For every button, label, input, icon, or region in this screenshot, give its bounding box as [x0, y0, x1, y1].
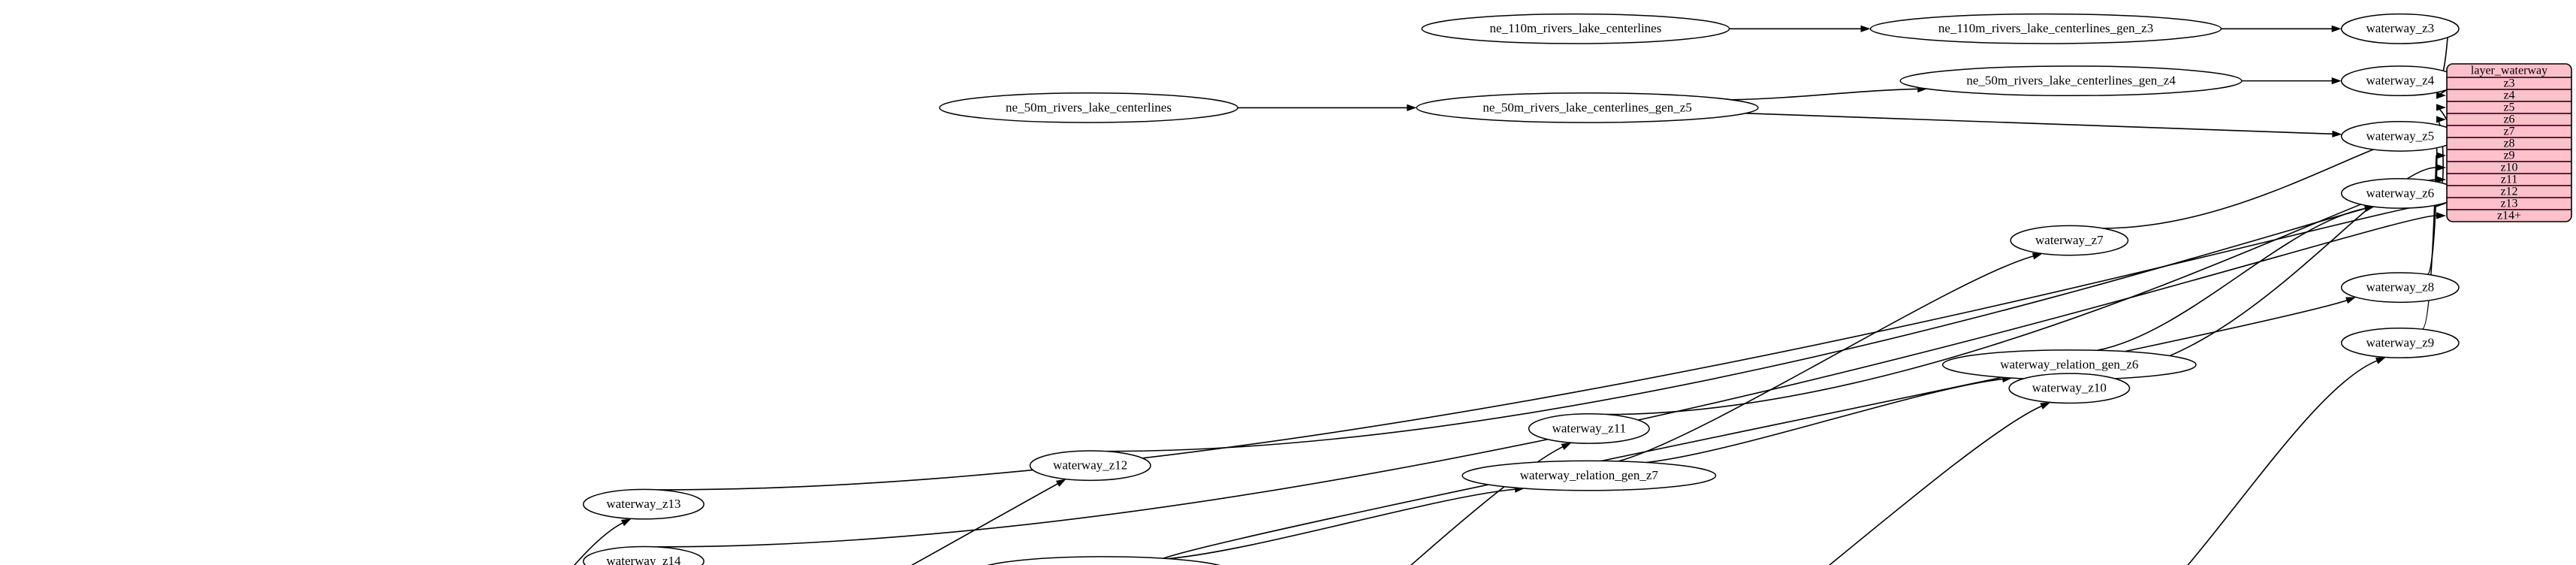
- node-waterway_z5[interactable]: waterway_z5: [2340, 120, 2460, 152]
- node-label-waterway_relation_gen_z7: waterway_relation_gen_z7: [1520, 468, 1659, 482]
- node-label-ne_110m_rivers_lake_centerlines: ne_110m_rivers_lake_centerlines: [1490, 21, 1662, 35]
- node-ellipse-waterway_z14: [583, 545, 704, 565]
- record-row-z14+[interactable]: z14+: [2497, 210, 2521, 222]
- edge-waterway_relation_gen_z8-to-waterway_relation_gen_z7: [1168, 488, 1516, 560]
- node-ellipse-ne_50m_rivers_lake_centerlines: [939, 92, 1238, 123]
- node-label-waterway_z10: waterway_z10: [2032, 381, 2107, 395]
- edge-ne_50m_rivers_lake_centerlines_gen_z5-to-ne_50m_rivers_lake_centerlines_gen_z4: [1730, 88, 1919, 101]
- node-waterway_relation_gen_z6[interactable]: waterway_relation_gen_z6: [1941, 349, 2197, 380]
- node-label-waterway_relation_gen_z8: waterway_relation_gen_z8: [1035, 563, 1173, 565]
- record-row-z3[interactable]: z3: [2503, 77, 2514, 90]
- node-ellipse-waterway_z13: [582, 488, 704, 520]
- edge-waterway_z13-to-layer_waterway.z13: [658, 203, 2437, 491]
- node-waterway_z14[interactable]: waterway_z14: [583, 545, 704, 565]
- edge-waterway_z14-to-layer_waterway.z14+: [656, 215, 2437, 548]
- node-label-waterway_z5: waterway_z5: [2366, 128, 2435, 143]
- record-row-z4[interactable]: z4: [2503, 89, 2514, 102]
- node-ellipse-waterway_z11: [1528, 413, 1650, 444]
- record-title: layer_waterway: [2471, 65, 2547, 77]
- node-ne_50m_rivers_lake_centerlines_gen_z5[interactable]: ne_50m_rivers_lake_centerlines_gen_z5: [1416, 92, 1759, 123]
- edges-layer: [573, 25, 2458, 565]
- record-node-layer: layer_waterwayz3z4z5z6z7z8z9z10z11z12z13…: [2446, 63, 2572, 222]
- node-ne_110m_rivers_lake_centerlines[interactable]: ne_110m_rivers_lake_centerlines: [1421, 13, 1730, 44]
- node-waterway_z13[interactable]: waterway_z13: [582, 488, 704, 520]
- node-waterway_z8[interactable]: waterway_z8: [2340, 272, 2460, 304]
- record-node-layer-waterway[interactable]: layer_waterwayz3z4z5z6z7z8z9z10z11z12z13…: [2446, 63, 2572, 222]
- edge-waterway_z12-to-layer_waterway.z12: [1106, 191, 2437, 452]
- node-label-waterway_z6: waterway_z6: [2366, 186, 2435, 200]
- node-waterway_z12[interactable]: waterway_z12: [1029, 450, 1151, 482]
- node-waterway_z3[interactable]: waterway_z3: [2340, 13, 2460, 44]
- record-row-z8[interactable]: z8: [2503, 137, 2514, 150]
- edge-osm_waterway_linestring-to-waterway_z12: [910, 482, 1059, 565]
- record-row-z10[interactable]: z10: [2500, 162, 2517, 174]
- node-waterway_z11[interactable]: waterway_z11: [1528, 413, 1650, 444]
- node-label-ne_50m_rivers_lake_centerlines_gen_z4: ne_50m_rivers_lake_centerlines_gen_z4: [1966, 74, 2176, 88]
- node-ellipse-waterway_z9: [2340, 328, 2460, 358]
- node-ellipse-waterway_z8: [2340, 272, 2460, 304]
- node-ne_50m_rivers_lake_centerlines_gen_z4[interactable]: ne_50m_rivers_lake_centerlines_gen_z4: [1899, 65, 2243, 97]
- record-box: [2446, 63, 2572, 222]
- node-ellipse-waterway_z10: [2008, 373, 2131, 404]
- node-ellipse-waterway_z12: [1029, 450, 1151, 482]
- node-waterway_z4[interactable]: waterway_z4: [2340, 65, 2460, 97]
- edge-waterway_z8-to-layer_waterway.z8: [2427, 143, 2438, 276]
- node-ne_50m_rivers_lake_centerlines[interactable]: ne_50m_rivers_lake_centerlines: [939, 92, 1238, 123]
- record-row-z9[interactable]: z9: [2503, 150, 2514, 162]
- node-label-waterway_relation_gen_z6: waterway_relation_gen_z6: [2000, 357, 2138, 371]
- edge-ne_50m_rivers_lake_centerlines_gen_z5-to-waterway_z5: [1745, 112, 2333, 135]
- node-label-waterway_z3: waterway_z3: [2366, 21, 2435, 35]
- edge-osm_important_waterway_linestring_gen_z10-to-waterway_z10: [1828, 405, 2043, 565]
- edge-osm_waterway_linestring-to-waterway_z13: [573, 521, 624, 565]
- node-ne_110m_rivers_lake_centerlines_gen_z3[interactable]: ne_110m_rivers_lake_centerlines_gen_z3: [1869, 13, 2222, 44]
- node-waterway_z9[interactable]: waterway_z9: [2340, 328, 2460, 358]
- node-ellipse-waterway_relation_gen_z7: [1461, 460, 1717, 491]
- node-label-waterway_z7: waterway_z7: [2035, 233, 2104, 247]
- record-row-z11[interactable]: z11: [2501, 174, 2518, 186]
- node-label-ne_110m_rivers_lake_centerlines_gen_z3: ne_110m_rivers_lake_centerlines_gen_z3: [1938, 21, 2153, 35]
- node-waterway_relation_gen_z7[interactable]: waterway_relation_gen_z7: [1461, 460, 1717, 491]
- edge-waterway_z9-to-layer_waterway.z9: [2421, 155, 2437, 330]
- node-label-waterway_z8: waterway_z8: [2366, 280, 2435, 295]
- record-row-z13[interactable]: z13: [2500, 198, 2517, 210]
- node-ellipse-waterway_z7: [2010, 225, 2129, 256]
- edge-osm_important_waterway_linestring_gen_z9-to-waterway_z9: [2187, 360, 2378, 565]
- node-waterway_z6[interactable]: waterway_z6: [2340, 178, 2460, 209]
- node-ellipse-waterway_relation_gen_z8: [987, 556, 1220, 565]
- edge-osm_important_waterway_linestring_gen_z11-to-waterway_z11: [1410, 446, 1564, 565]
- node-label-ne_50m_rivers_lake_centerlines_gen_z5: ne_50m_rivers_lake_centerlines_gen_z5: [1483, 100, 1692, 114]
- node-ellipse-waterway_z3: [2340, 13, 2460, 44]
- record-row-z7[interactable]: z7: [2503, 125, 2514, 138]
- edge-waterway_relation_gen_z7-to-waterway_relation_gen_z6: [1645, 378, 2004, 464]
- node-label-ne_50m_rivers_lake_centerlines: ne_50m_rivers_lake_centerlines: [1006, 100, 1172, 114]
- node-ellipse-ne_50m_rivers_lake_centerlines_gen_z5: [1416, 92, 1759, 123]
- record-row-z6[interactable]: z6: [2503, 113, 2514, 126]
- record-row-z5[interactable]: z5: [2503, 101, 2514, 114]
- node-waterway_relation_gen_z8[interactable]: waterway_relation_gen_z8: [977, 556, 1230, 565]
- record-row-z12[interactable]: z12: [2500, 186, 2517, 198]
- nodes-layer: imposm3osm_waterway_relationosm_waterway…: [582, 13, 2460, 565]
- node-ellipse-ne_50m_rivers_lake_centerlines_gen_z4: [1899, 65, 2243, 97]
- node-label-waterway_z13: waterway_z13: [606, 497, 680, 511]
- node-ellipse-ne_110m_rivers_lake_centerlines: [1421, 13, 1730, 44]
- node-label-waterway_z9: waterway_z9: [2366, 335, 2435, 349]
- node-waterway_z7[interactable]: waterway_z7: [2010, 225, 2129, 256]
- node-label-waterway_z14: waterway_z14: [606, 554, 681, 565]
- edge-waterway_relation_gen_z8-to-waterway_z8: [1163, 299, 2348, 559]
- edge-waterway_relation_gen_z7-to-waterway_z7: [1618, 255, 2035, 462]
- node-ellipse-ne_110m_rivers_lake_centerlines_gen_z3: [1869, 13, 2222, 44]
- node-waterway_z10[interactable]: waterway_z10: [2008, 373, 2131, 404]
- node-label-waterway_z4: waterway_z4: [2366, 74, 2435, 88]
- node-label-waterway_z12: waterway_z12: [1053, 458, 1127, 473]
- edge-waterway_relation_gen_z6-to-waterway_z6: [2097, 207, 2366, 352]
- node-label-waterway_z11: waterway_z11: [1552, 421, 1627, 435]
